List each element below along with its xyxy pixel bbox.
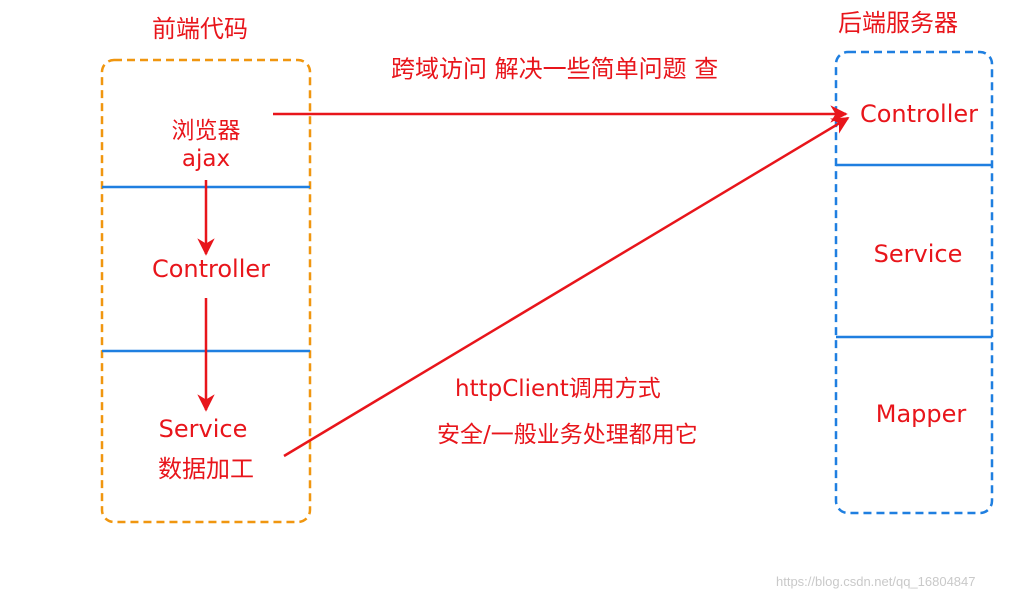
watermark-text: https://blog.csdn.net/qq_16804847 (776, 574, 976, 589)
backend-box (834, 50, 994, 515)
frontend-box (100, 58, 312, 524)
frontend-browser-label: 浏览器 (171, 118, 241, 144)
frontend-service-label: Service (158, 415, 248, 443)
backend-title: 后端服务器 (838, 9, 958, 37)
frontend-controller-label: Controller (151, 255, 271, 283)
backend-mapper-label: Mapper (875, 400, 967, 428)
backend-controller-label: Controller (859, 100, 979, 128)
backend-service-label: Service (873, 240, 963, 268)
arrow-service-to-backend-controller (283, 116, 850, 458)
cross-domain-annotation: 跨域访问 解决一些简单问题 查 (391, 55, 719, 83)
frontend-title: 前端代码 (152, 15, 248, 43)
frontend-ajax-label: ajax (181, 146, 231, 172)
httpclient-annotation-line2: 安全/一般业务处理都用它 (437, 422, 698, 448)
httpclient-annotation-line1: httpClient调用方式 (455, 376, 661, 402)
frontend-data-processing-label: 数据加工 (158, 455, 254, 483)
